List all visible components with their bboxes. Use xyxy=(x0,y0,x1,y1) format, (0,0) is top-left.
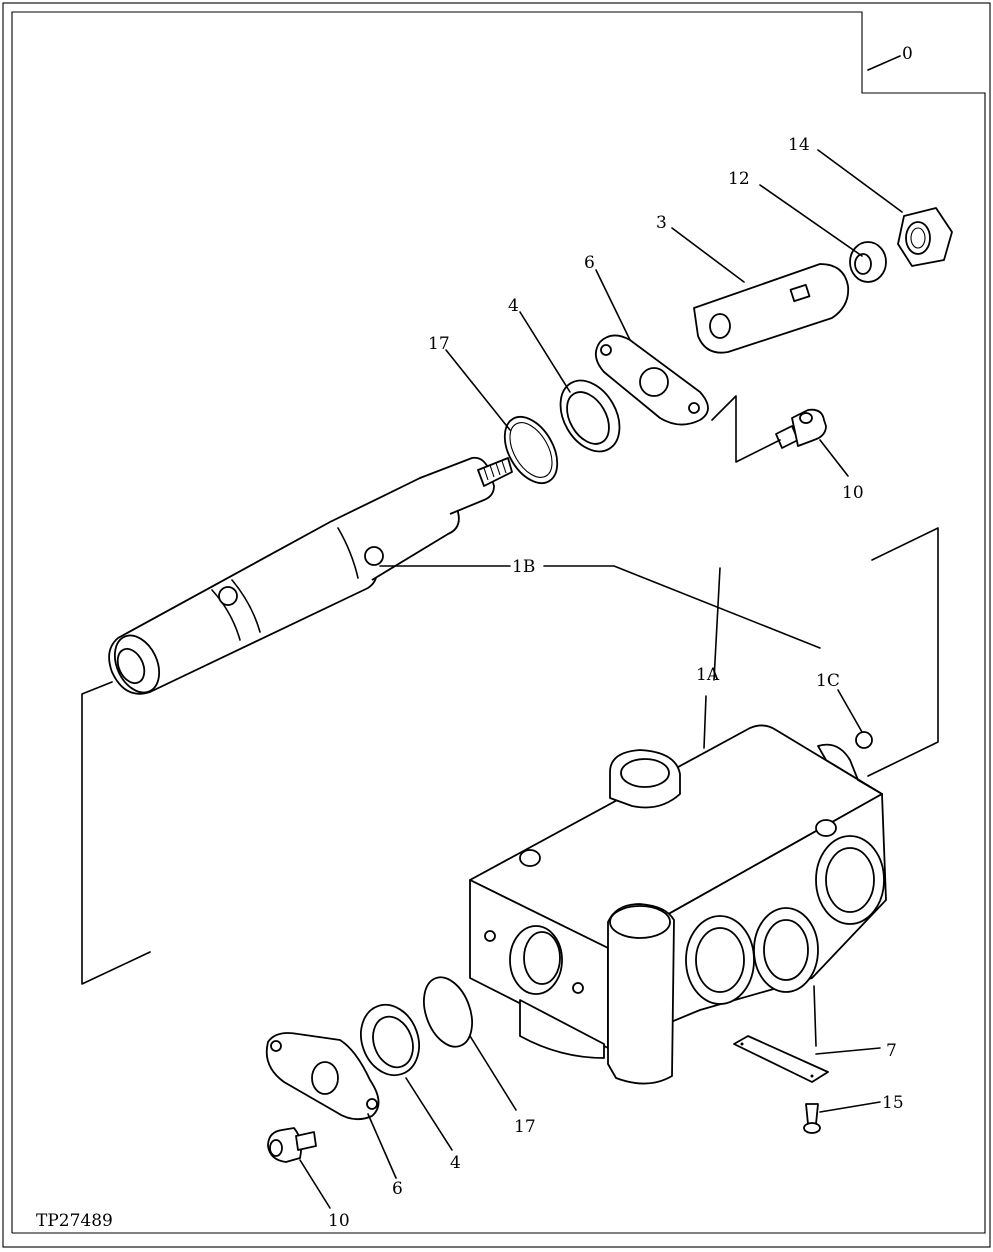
callout-6-top: 6 xyxy=(584,253,595,273)
leader-lines xyxy=(81,55,939,1209)
callout-0: 0 xyxy=(902,44,913,64)
cap-screw-10-bottom xyxy=(267,1127,317,1163)
o-ring-17-bottom xyxy=(423,976,473,1048)
lever-3 xyxy=(693,263,850,354)
seal-ring-4-top xyxy=(559,379,621,453)
name-plate-7 xyxy=(733,1035,829,1083)
callout-1C: 1C xyxy=(816,671,840,691)
flange-plate-6-top xyxy=(594,334,709,426)
callout-10-top: 10 xyxy=(842,483,864,503)
valve-housing-1A xyxy=(469,724,887,1085)
flange-plate-6-bottom xyxy=(265,1032,380,1121)
lock-washer-12 xyxy=(849,241,887,283)
callout-6-bottom: 6 xyxy=(392,1179,403,1199)
hex-nut-14 xyxy=(897,207,953,267)
callout-7: 7 xyxy=(886,1041,897,1061)
cap-screw-10-top xyxy=(775,408,827,449)
seal-ring-4-bottom xyxy=(360,1003,420,1077)
assembly-outline xyxy=(11,11,986,1234)
callout-4-top: 4 xyxy=(508,296,519,316)
callout-15: 15 xyxy=(882,1093,904,1113)
callout-17-top: 17 xyxy=(428,334,450,354)
callout-14: 14 xyxy=(788,135,810,155)
valve-spool-1B xyxy=(108,456,513,695)
o-ring-17-top xyxy=(503,416,559,484)
drive-screw-15 xyxy=(803,1103,821,1134)
callout-10-bottom: 10 xyxy=(328,1211,350,1231)
callout-1B: 1B xyxy=(512,557,535,577)
callout-3: 3 xyxy=(656,213,667,233)
callout-17-bottom: 17 xyxy=(514,1117,536,1137)
callout-12: 12 xyxy=(728,169,750,189)
check-ball-1C xyxy=(855,731,873,749)
figure-code: TP27489 xyxy=(36,1211,113,1231)
callout-1A: 1A xyxy=(696,665,720,685)
callout-4-bottom: 4 xyxy=(450,1153,461,1173)
